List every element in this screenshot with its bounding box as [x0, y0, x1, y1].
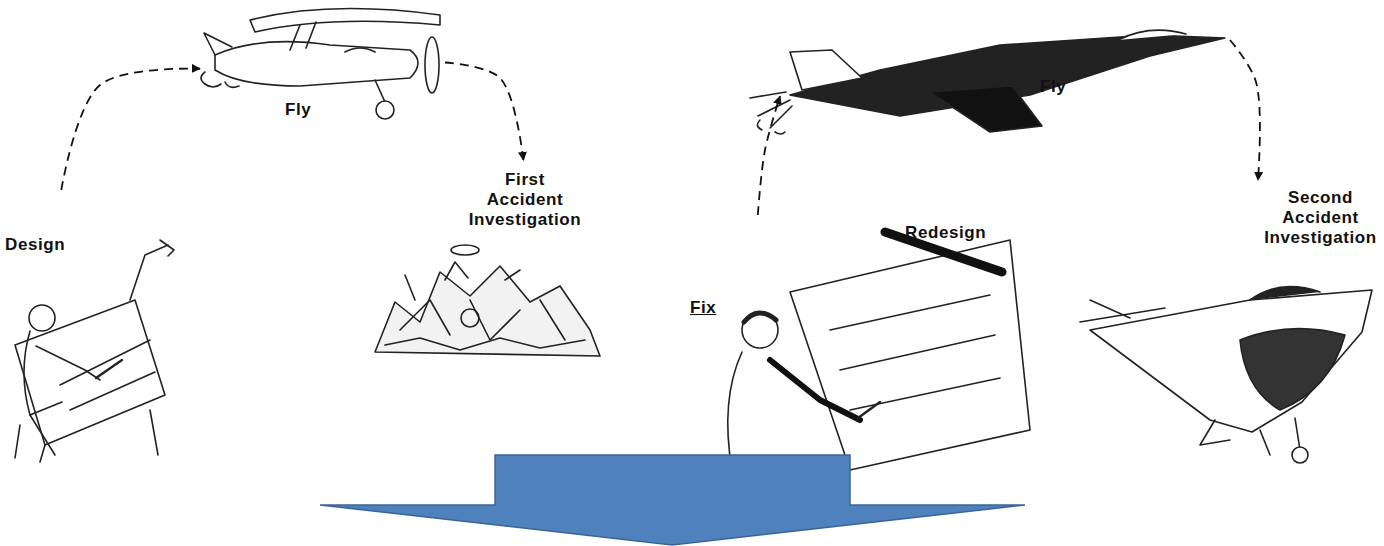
step-node: Design	[0, 190, 175, 465]
step-label: First Accident Investigation	[465, 170, 585, 230]
designer-sketch	[15, 240, 174, 462]
step-label: Fly	[285, 100, 311, 120]
step-node: Redesign	[720, 215, 1035, 475]
wreck-sketch	[375, 245, 600, 356]
step-label: Fly	[1040, 77, 1066, 97]
step-node: Fly	[780, 15, 1230, 140]
down-arrow	[320, 455, 1025, 545]
step-node: Fly	[200, 0, 445, 125]
step-label: Design	[5, 235, 65, 255]
redesigner-sketch	[728, 232, 1030, 470]
step-note: Fix	[690, 298, 716, 318]
step-label: Redesign	[905, 223, 986, 243]
step-label: Second Accident Investigation	[1263, 188, 1378, 248]
plane-sketch	[201, 9, 440, 119]
crashed-jet-sketch	[1080, 287, 1372, 463]
jet-sketch	[750, 30, 1225, 134]
dashed-arrow	[758, 96, 780, 215]
step-node: Second Accident Investigation	[1075, 180, 1380, 465]
dashed-arrow	[61, 69, 200, 190]
step-node: First Accident Investigation	[365, 160, 605, 370]
dashed-arrow	[445, 63, 523, 161]
dashed-arrow	[1230, 40, 1260, 180]
